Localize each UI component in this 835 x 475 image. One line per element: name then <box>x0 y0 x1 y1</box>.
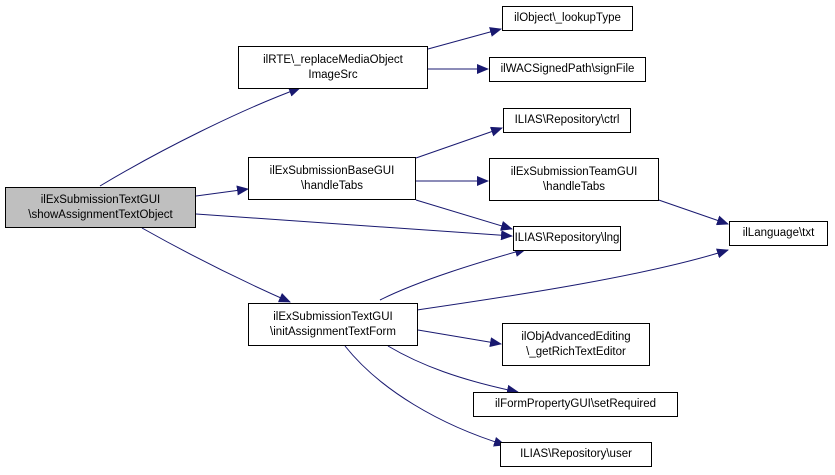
edge-basegui-to-lng <box>415 199 513 231</box>
edge-basegui-to-ctrl <box>415 126 503 159</box>
edge-root-to-textform <box>141 227 291 303</box>
node-base-gui-handle-tabs[interactable]: ilExSubmissionBaseGUI \handleTabs <box>248 157 416 200</box>
edge-rte-to-lookup <box>427 27 502 50</box>
edge-textform-to-required <box>387 345 519 395</box>
node-label-line1: ilExSubmissionTextGUI <box>40 193 161 206</box>
edge-teamgui-to-txt <box>649 196 729 226</box>
node-show-assignment-text-object[interactable]: ilExSubmissionTextGUI \showAssignmentTex… <box>5 187 196 228</box>
node-label-line1: ilFormPropertyGUI\setRequired <box>494 398 657 410</box>
node-repository-lng[interactable]: ILIAS\Repository\lng <box>513 226 621 251</box>
node-init-assignment-text-form[interactable]: ilExSubmissionTextGUI \initAssignmentTex… <box>248 303 418 346</box>
node-label-line2: \_getRichTextEditor <box>526 345 626 358</box>
node-lookup-type[interactable]: ilObject\_lookupType <box>502 6 633 31</box>
edge-textform-to-user <box>344 345 506 447</box>
node-label-line1: ILIAS\Repository\lng <box>514 232 620 244</box>
node-team-gui-handle-tabs[interactable]: ilExSubmissionTeamGUI \handleTabs <box>489 158 659 201</box>
node-label-line1: ILIAS\Repository\user <box>520 448 632 460</box>
node-label-line2: \handleTabs <box>300 179 364 192</box>
edge-root-to-basegui <box>195 185 249 197</box>
node-get-rich-text-editor[interactable]: ilObjAdvancedEditing \_getRichTextEditor <box>502 323 650 366</box>
node-label-line2: ImageSrc <box>308 68 358 81</box>
node-label-line1: ilExSubmissionTextGUI <box>273 310 393 323</box>
node-label-line1: ilWACSignedPath\signFile <box>500 63 635 75</box>
node-label-line1: ilExSubmissionTeamGUI <box>510 165 638 178</box>
node-label-line1: ILIAS\Repository\ctrl <box>514 114 620 126</box>
node-sign-file[interactable]: ilWACSignedPath\signFile <box>489 57 646 82</box>
node-label-line1: ilObjAdvancedEditing <box>521 330 631 343</box>
edge-textform-to-lng <box>379 247 527 301</box>
edge-root-to-lng <box>195 213 513 241</box>
node-repository-ctrl[interactable]: ILIAS\Repository\ctrl <box>503 108 631 133</box>
edge-textform-to-editor <box>417 329 502 348</box>
node-label-line1: ilLanguage\txt <box>742 227 815 239</box>
node-label-line2: \showAssignmentTextObject <box>28 208 173 221</box>
node-language-txt[interactable]: ilLanguage\txt <box>729 221 828 246</box>
node-label-line1: ilObject\_lookupType <box>514 12 621 24</box>
node-label-line2: \handleTabs <box>542 180 606 193</box>
node-repository-user[interactable]: ILIAS\Repository\user <box>500 442 652 467</box>
node-replace-media-object-image-src[interactable]: ilRTE\_replaceMediaObject ImageSrc <box>238 46 428 89</box>
node-label-line2: \initAssignmentTextForm <box>270 325 396 338</box>
node-set-required[interactable]: ilFormPropertyGUI\setRequired <box>473 392 678 417</box>
edge-root-to-rte <box>99 87 301 187</box>
node-label-line1: ilRTE\_replaceMediaObject <box>263 53 403 66</box>
node-label-line1: ilExSubmissionBaseGUI <box>269 164 395 177</box>
edge-textform-to-txt <box>416 248 729 311</box>
